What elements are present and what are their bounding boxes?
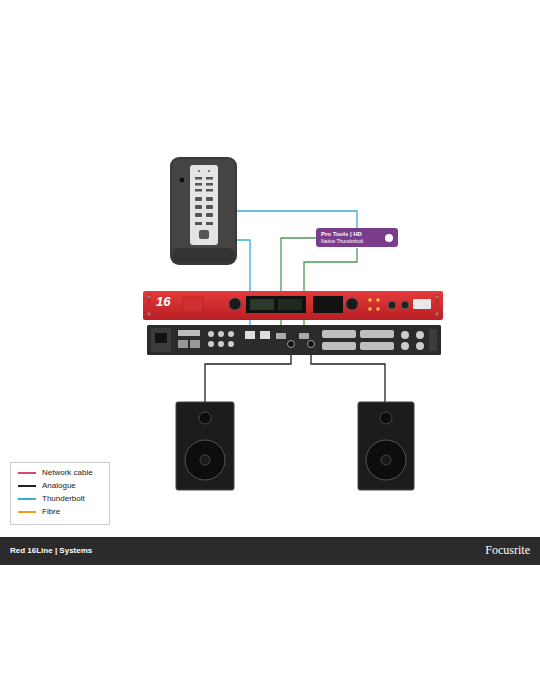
legend-swatch [18,472,36,474]
hardware-box: Pro Tools | HDNative Thunderbolt [316,228,398,247]
interface-front-panel [143,291,443,320]
brand-logo: Focusrite [485,543,530,557]
port-icon [385,234,393,242]
panel-logo: 16 [156,295,170,308]
legend-row: Thunderbolt [11,493,109,506]
legend-row: Network cable [11,467,109,480]
legend-text: Thunderbolt [42,493,85,505]
box-text: Pro Tools | HD [321,231,380,238]
computer [170,157,237,265]
legend-text: Analogue [42,480,76,492]
speaker-left [176,402,234,490]
interface-rear-panel [147,325,441,355]
legend-row: Analogue [11,480,109,493]
legend-swatch [18,511,36,513]
legend-text: Fibre [42,506,60,518]
legend-box: Network cableAnalogueThunderboltFibre [10,462,110,525]
box-text: Native Thunderbolt [321,238,380,244]
footer-band: Red 16Line | Systems Focusrite [0,537,540,565]
speaker-right [358,402,414,490]
legend-swatch [18,498,36,500]
legend-swatch [18,485,36,487]
legend-row: Fibre [11,506,109,519]
footer-title: Red 16Line | Systems [10,546,92,556]
legend-text: Network cable [42,467,93,479]
